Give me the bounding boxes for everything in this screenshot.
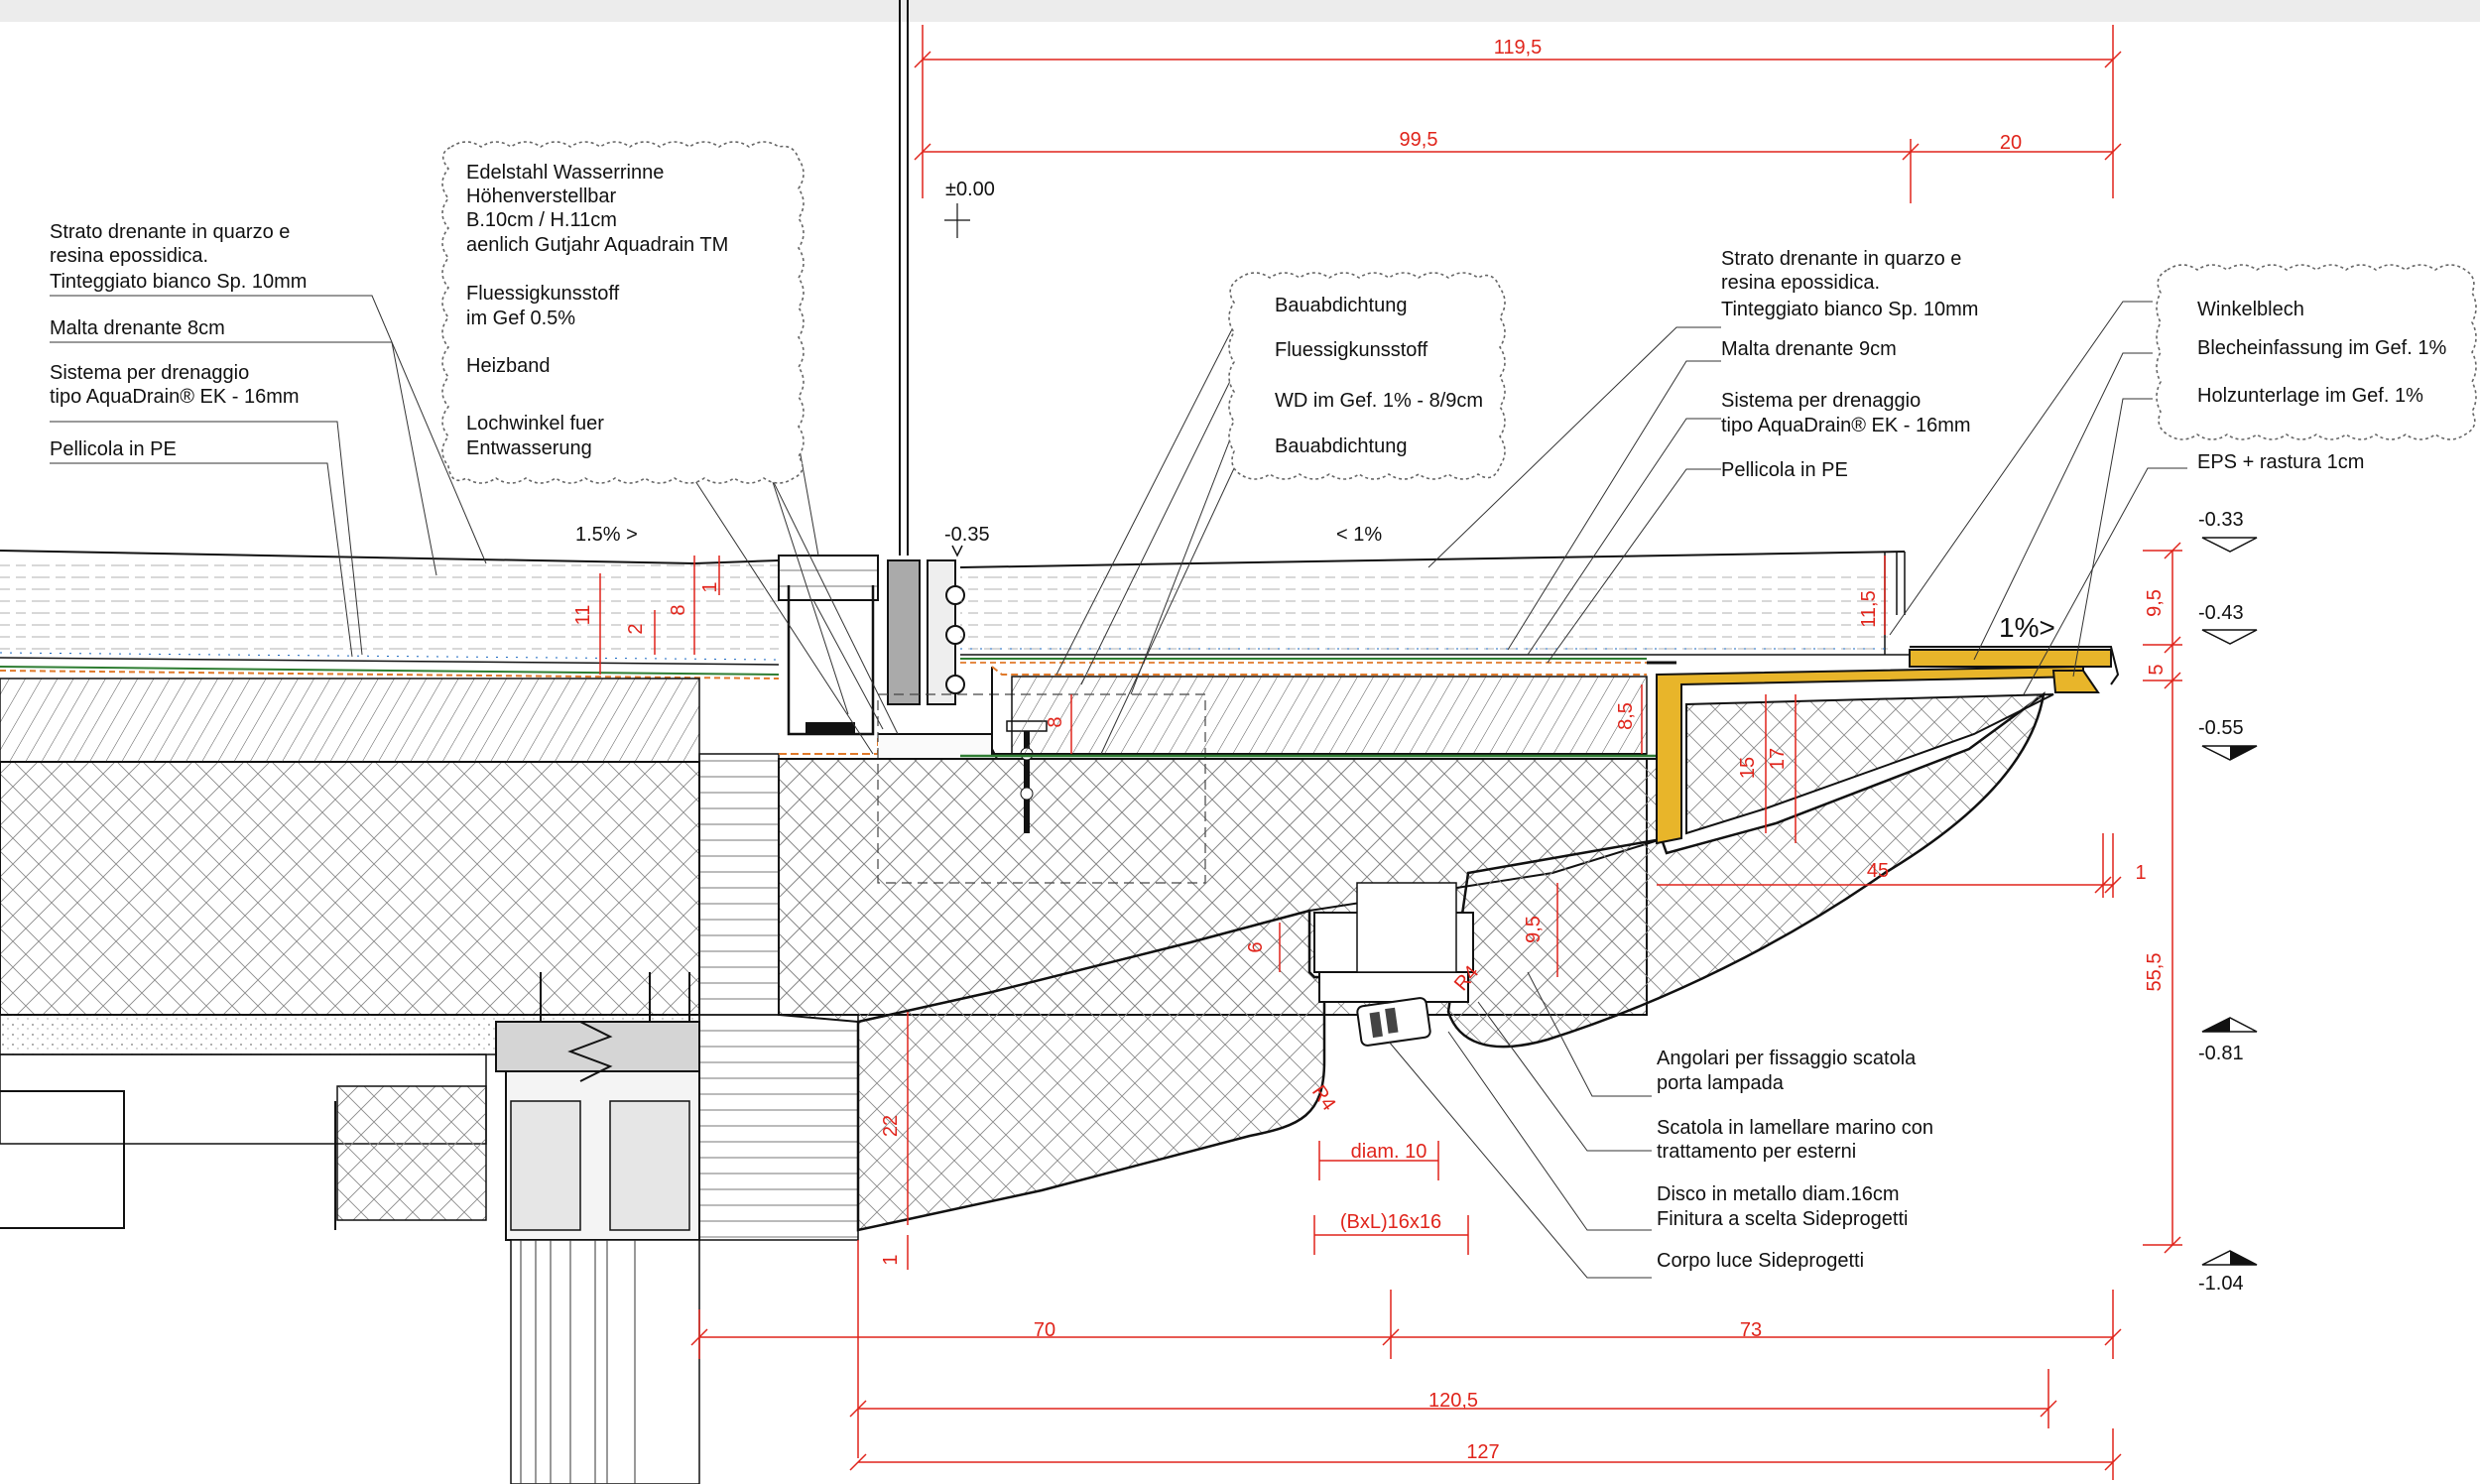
dim-22: 22 xyxy=(880,1115,902,1137)
label-right-6: tipo AquaDrain® EK - 16mm xyxy=(1721,415,1971,436)
cloud-right-text: Winkelblech Blecheinfassung im Gef. 1% H… xyxy=(2197,299,2446,407)
slope-middle: < 1% xyxy=(1336,524,1382,546)
label-left-6: tipo AquaDrain® EK - 16mm xyxy=(50,386,300,408)
dim-bxl: (BxL)16x16 xyxy=(1340,1211,1441,1233)
cloud-gutter-9: Entwasserung xyxy=(466,437,592,459)
label-bottom-1: Angolari per fissaggio scatola xyxy=(1657,1048,1917,1069)
cloud-gutter-4: aenlich Gutjahr Aquadrain TM xyxy=(466,234,728,256)
slope-left: 1.5% > xyxy=(575,524,638,546)
dim-11-5: 11,5 xyxy=(1858,590,1880,627)
parapet-timber xyxy=(1647,646,2120,845)
dim-120-5: 120,5 xyxy=(1428,1390,1478,1412)
labels-bottom: Angolari per fissaggio scatola porta lam… xyxy=(1657,1048,1933,1272)
right-note-cloud xyxy=(2156,264,2477,440)
lamp-body xyxy=(1356,997,1431,1047)
dim-8-left: 8 xyxy=(668,604,689,615)
window-frame xyxy=(495,972,700,1484)
top-edge xyxy=(0,0,2480,22)
slope-texts: 1.5% > < 1% 1%> xyxy=(575,524,2055,643)
roof-layers-right xyxy=(959,551,1920,758)
label-right-5: Sistema per drenaggio xyxy=(1721,390,1921,412)
dim-20: 20 xyxy=(2000,132,2022,154)
dim-70: 70 xyxy=(1034,1319,1055,1341)
middle-note-cloud xyxy=(1228,272,1506,480)
label-right-1: Strato drenante in quarzo e xyxy=(1721,248,1961,270)
level-pm000: ±0.00 xyxy=(945,179,995,200)
label-left-4: Malta drenante 8cm xyxy=(50,317,225,339)
label-left-5: Sistema per drenaggio xyxy=(50,362,249,384)
cloud-middle-3: WD im Gef. 1% - 8/9cm xyxy=(1275,390,1483,412)
dim-55-5: 55,5 xyxy=(2144,953,2166,992)
dim-8-5: 8,5 xyxy=(1615,702,1637,730)
label-bottom-3: Scatola in lamellare marino con xyxy=(1657,1117,1933,1139)
level-m081: -0.81 xyxy=(2198,1043,2244,1064)
cloud-middle-4: Bauabdichtung xyxy=(1275,435,1407,457)
dim-9-5-right: 9,5 xyxy=(2144,589,2166,617)
dim-1-bottom: 1 xyxy=(880,1254,902,1265)
label-right-4: Malta drenante 9cm xyxy=(1721,338,1897,360)
level-m104: -1.04 xyxy=(2198,1273,2244,1295)
label-left-1: Strato drenante in quarzo e xyxy=(50,221,290,243)
label-right-7: Pellicola in PE xyxy=(1721,459,1848,481)
level-m035: -0.35 xyxy=(944,524,990,546)
dim-5: 5 xyxy=(2146,664,2168,675)
level-m043: -0.43 xyxy=(2198,602,2244,624)
cloud-gutter-1: Edelstahl Wasserrinne xyxy=(466,162,664,184)
dim-diam-10: diam. 10 xyxy=(1351,1141,1427,1163)
dim-8-center: 8 xyxy=(1045,716,1066,727)
dim-127: 127 xyxy=(1466,1441,1499,1463)
cloud-right-3: Holzunterlage im Gef. 1% xyxy=(2197,385,2423,407)
level-m055: -0.55 xyxy=(2198,717,2244,739)
dim-99-5: 99,5 xyxy=(1400,129,1438,151)
cloud-middle-1: Bauabdichtung xyxy=(1275,295,1407,316)
label-right-3: Tinteggiato bianco Sp. 10mm xyxy=(1721,299,1978,320)
cloud-right-1: Winkelblech xyxy=(2197,299,2304,320)
label-eps: EPS + rastura 1cm xyxy=(2197,451,2364,473)
dim-119-5: 119,5 xyxy=(1494,37,1543,59)
dim-6: 6 xyxy=(1245,941,1267,952)
label-bottom-4: trattamento per esterni xyxy=(1657,1141,1856,1163)
dim-9-5-box: 9,5 xyxy=(1523,916,1545,943)
dim-1: 1 xyxy=(2135,862,2146,884)
cloud-gutter-2: Höhenverstellbar xyxy=(466,186,617,207)
level-texts: ±0.00 -0.35 -0.33 -0.43 -0.55 -0.81 -1.0… xyxy=(944,179,2244,1295)
dim-11: 11 xyxy=(572,605,594,626)
dim-73: 73 xyxy=(1740,1319,1762,1341)
dim-17: 17 xyxy=(1767,748,1789,770)
slope-right: 1%> xyxy=(1999,612,2055,643)
cloud-gutter-3: B.10cm / H.11cm xyxy=(466,209,617,231)
labels-right: Strato drenante in quarzo e resina eposs… xyxy=(1721,248,1978,481)
dim-15: 15 xyxy=(1737,757,1759,779)
dimension-texts: 119,5 99,5 20 70 73 120,5 127 45 1 55,5 … xyxy=(572,37,2168,1463)
structure xyxy=(0,691,2054,1484)
cloud-gutter-6: im Gef 0.5% xyxy=(466,308,575,329)
label-right-2: resina epossidica. xyxy=(1721,272,1880,294)
label-left-7: Pellicola in PE xyxy=(50,438,177,460)
roof-layers-left xyxy=(0,550,780,763)
label-bottom-2: porta lampada xyxy=(1657,1072,1785,1094)
cloud-middle-2: Fluessigkunsstoff xyxy=(1275,339,1428,361)
cloud-gutter-7: Heizband xyxy=(466,355,551,377)
cloud-gutter-text: Edelstahl Wasserrinne Höhenverstellbar B… xyxy=(466,162,728,459)
label-left-3: Tinteggiato bianco Sp. 10mm xyxy=(50,271,307,293)
dim-2: 2 xyxy=(625,623,647,634)
label-bottom-5: Disco in metallo diam.16cm xyxy=(1657,1183,1900,1205)
label-bottom-7: Corpo luce Sideprogetti xyxy=(1657,1250,1864,1272)
cloud-gutter-5: Fluessigkunsstoff xyxy=(466,283,620,305)
label-left-2: resina epossidica. xyxy=(50,245,208,267)
dim-45: 45 xyxy=(1867,860,1889,882)
label-bottom-6: Finitura a scelta Sideprogetti xyxy=(1657,1208,1908,1230)
level-markers xyxy=(944,203,2258,1266)
level-m033: -0.33 xyxy=(2198,509,2244,531)
dimensions xyxy=(599,25,2182,1480)
cloud-middle-text: Bauabdichtung Fluessigkunsstoff WD im Ge… xyxy=(1275,295,1483,457)
cloud-gutter-8: Lochwinkel fuer xyxy=(466,413,604,434)
gutter-note-cloud xyxy=(441,141,805,484)
dim-1-small: 1 xyxy=(699,581,721,592)
cloud-right-2: Blecheinfassung im Gef. 1% xyxy=(2197,337,2446,359)
labels-left: Strato drenante in quarzo e resina eposs… xyxy=(50,221,307,460)
